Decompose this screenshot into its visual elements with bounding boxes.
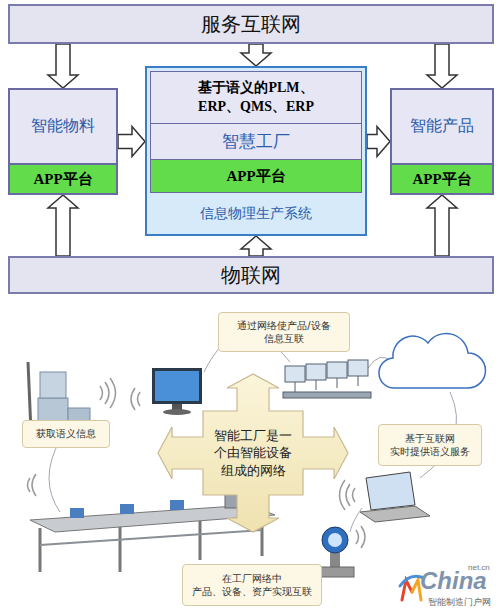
block-arrow: [48, 195, 78, 256]
text-line: 基于语义的PLM、: [198, 80, 313, 95]
factory-box: 智慧工厂: [150, 123, 362, 160]
text-line: 智能工厂是一: [214, 428, 292, 443]
cross-arrow-box: 智能工厂是一 个由智能设备 组成的网络: [158, 374, 348, 532]
text-line: APP平台: [412, 171, 471, 187]
platform-bar: APP平台: [392, 163, 492, 193]
callout-box: 获取语义信息: [22, 420, 110, 448]
watermark-domain: net.cn: [468, 564, 490, 572]
node-text: 服务互联网: [201, 11, 301, 38]
text-area: 智能产品: [392, 90, 492, 163]
cloud: [379, 333, 485, 388]
network-band: 服务互联网: [8, 4, 494, 44]
node-text: 获取语义信息: [36, 427, 96, 441]
text-line: 产品、设备、资产实现互联: [192, 586, 312, 597]
text-area: 获取语义信息: [23, 421, 109, 447]
text-area: 基于互联网 实时提供语义服务: [379, 425, 481, 465]
cross-arrow-outline: [158, 374, 348, 532]
node-text: APP平台: [226, 167, 285, 186]
text-line: 获取语义信息: [36, 428, 96, 439]
node-text: 智能物料: [31, 116, 95, 137]
flow-meter: [318, 527, 354, 577]
network-band: 物联网: [8, 256, 494, 294]
computer-row: [283, 360, 371, 398]
callout-box: 在工厂网络中 产品、设备、资产实现互联: [182, 564, 322, 606]
text-line: ERP、QMS、ERP: [198, 99, 314, 114]
node-text: 物联网: [221, 262, 281, 289]
node-text: 智能产品: [410, 116, 474, 137]
text-area: APP平台: [151, 160, 361, 192]
block-arrow: [48, 44, 78, 88]
text-area: 智能工厂是一 个由智能设备 组成的网络: [158, 374, 348, 532]
text-area: 在工厂网络中 产品、设备、资产实现互联: [183, 565, 321, 605]
text-area: 信息物理生产系统: [147, 196, 365, 232]
text-area: APP平台: [392, 165, 492, 193]
text-line: 智能物料: [31, 117, 95, 134]
text-line: 智慧工厂: [222, 132, 290, 151]
node-text: 在工厂网络中 产品、设备、资产实现互联: [188, 572, 316, 599]
text-line: 组成的网络: [221, 463, 286, 478]
block-arrow: [427, 195, 457, 256]
text-line: APP平台: [226, 168, 285, 184]
text-area: 服务互联网: [10, 6, 492, 42]
text-area: 智能物料: [10, 90, 116, 163]
node-text: 基于互联网 实时提供语义服务: [384, 432, 476, 459]
node-text: 基于语义的PLM、 ERP、QMS、ERP: [191, 79, 321, 115]
laptop: [360, 472, 430, 522]
platform-bar: APP平台: [150, 159, 362, 193]
block-arrow: [118, 127, 145, 157]
block-arrow: [427, 44, 457, 88]
text-line: 智能产品: [410, 117, 474, 134]
text-line: APP平台: [33, 171, 92, 187]
platform-bar: APP平台: [10, 163, 116, 193]
text-line: 实时提供语义服务: [390, 446, 470, 457]
node-text: 信息物理生产系统: [200, 205, 312, 223]
text-line: 通过网络使产品/设备: [237, 320, 330, 331]
block-arrow: [241, 236, 271, 256]
component-box: 智能物料 APP平台: [8, 88, 118, 195]
software-box: 基于语义的PLM、 ERP、QMS、ERP: [150, 71, 362, 124]
text-area: 智慧工厂: [151, 124, 361, 159]
block-arrow: [367, 127, 390, 157]
system-box: 信息物理生产系统基于语义的PLM、 ERP、QMS、ERP智慧工厂APP平台: [145, 66, 367, 236]
text-line: 基于互联网: [405, 433, 455, 444]
text-line: 在工厂网络中: [222, 573, 282, 584]
block-arrow: [241, 44, 271, 66]
text-line: 信息互联: [264, 333, 304, 344]
node-text: APP平台: [412, 170, 471, 189]
text-area: 通过网络使产品/设备 信息互联: [219, 313, 349, 351]
text-area: 基于语义的PLM、 ERP、QMS、ERP: [151, 72, 361, 123]
monitor: [152, 368, 202, 415]
text-line: 服务互联网: [201, 13, 301, 35]
callout-box: 通过网络使产品/设备 信息互联: [218, 312, 350, 352]
component-box: 智能产品 APP平台: [390, 88, 494, 195]
node-text: 智能工厂是一 个由智能设备 组成的网络: [208, 427, 298, 480]
node-text: APP平台: [33, 170, 92, 189]
watermark-logo: China: [420, 569, 487, 593]
text-area: APP平台: [10, 165, 116, 193]
text-area: 物联网: [10, 258, 492, 292]
node-text: 通过网络使产品/设备 信息互联: [224, 319, 344, 346]
watermark-text: 智能制造门户网: [428, 598, 491, 608]
text-line: 个由智能设备: [214, 445, 292, 460]
node-text: 智慧工厂: [222, 130, 290, 153]
callout-box: 基于互联网 实时提供语义服务: [378, 424, 482, 466]
text-line: 物联网: [221, 264, 281, 286]
text-line: 信息物理生产系统: [200, 206, 312, 221]
